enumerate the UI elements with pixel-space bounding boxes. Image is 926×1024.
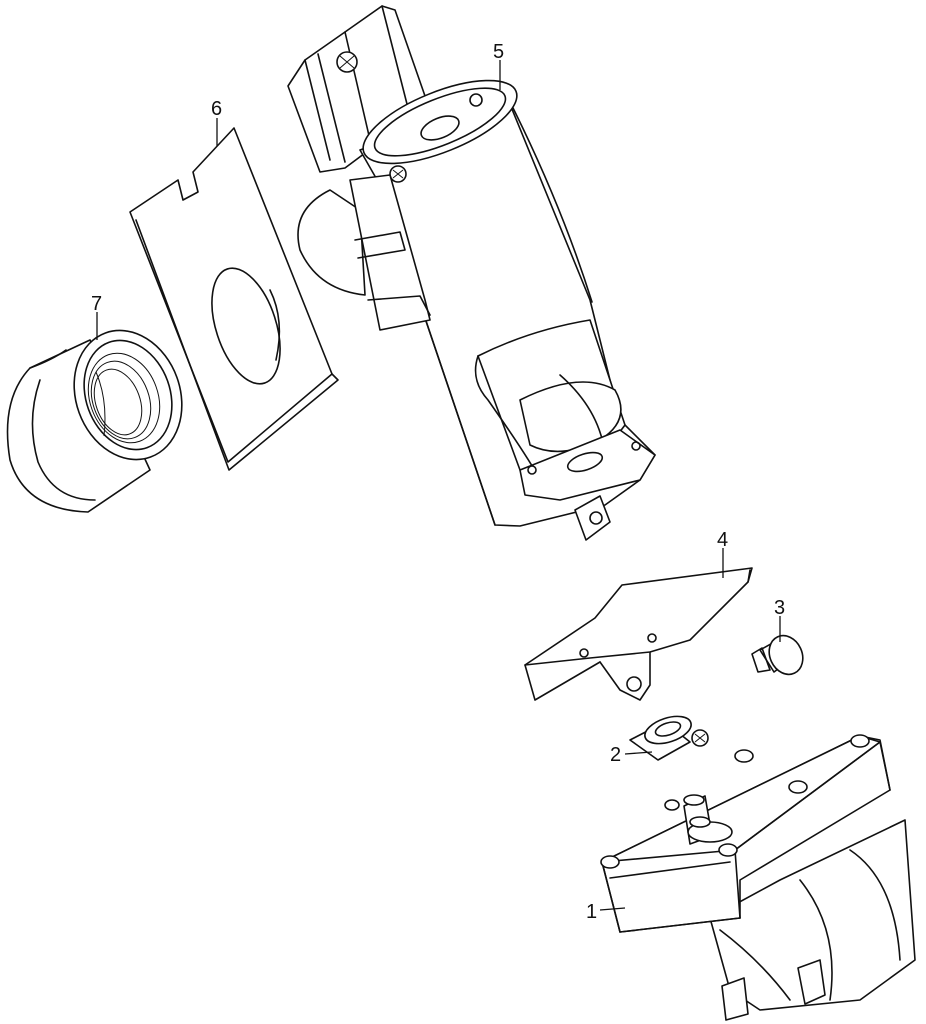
part-6-gasket-plate — [129, 127, 339, 471]
part-1-gear-motor — [600, 734, 916, 1021]
callout-3: 3 — [774, 597, 785, 619]
callout-2: 2 — [610, 744, 621, 766]
callout-7: 7 — [91, 293, 102, 315]
part-3-plug — [751, 634, 804, 676]
part-4-mounting-bracket — [524, 567, 753, 701]
callout-5: 5 — [493, 41, 504, 63]
callout-leaders — [96, 60, 781, 911]
callout-4: 4 — [717, 529, 728, 551]
part-7-bushing — [6, 329, 183, 513]
part-5-auger-housing — [287, 5, 656, 541]
callout-6: 6 — [211, 98, 222, 120]
part-2-shaft-collar — [629, 715, 709, 761]
callout-1: 1 — [586, 901, 597, 923]
